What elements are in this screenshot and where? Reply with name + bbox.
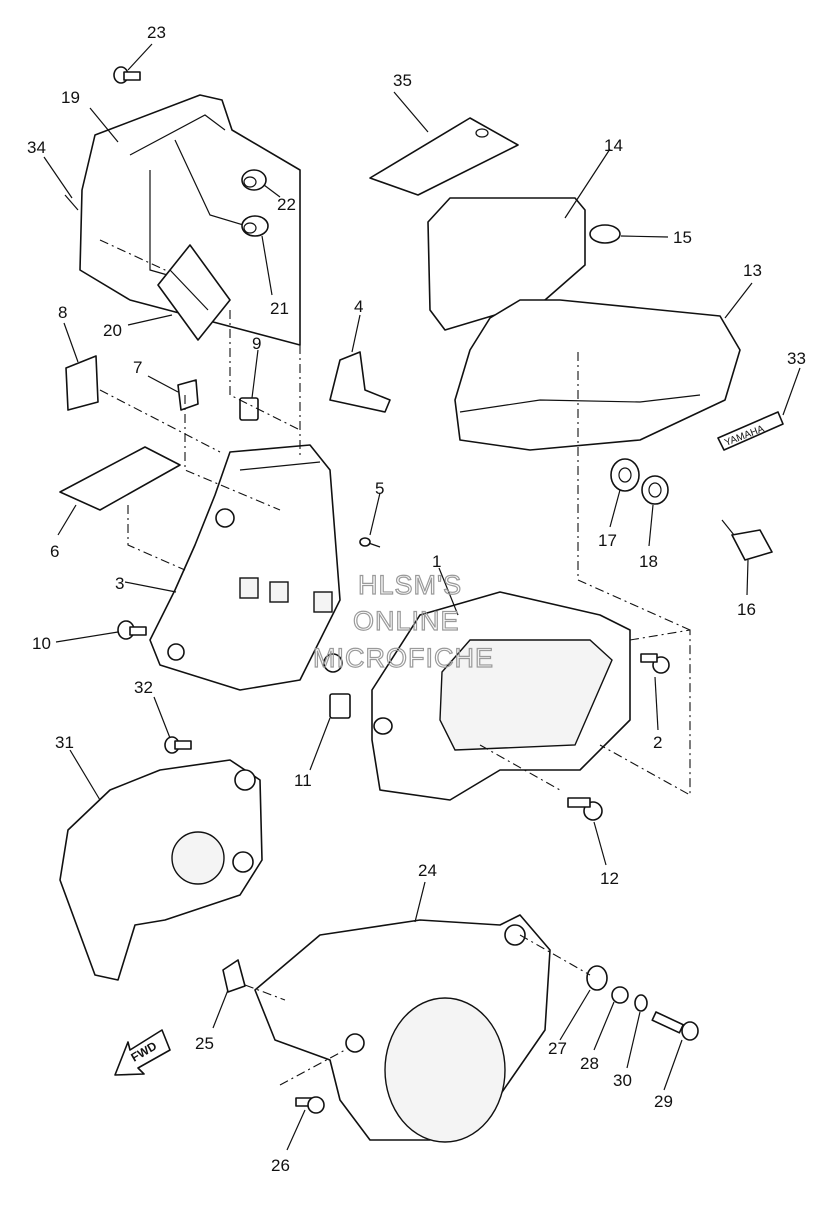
leader-lines: [43, 43, 801, 1151]
part-29-bolt: [651, 1011, 699, 1041]
callout-8: 8: [58, 303, 67, 322]
part-34-marker: [64, 194, 79, 211]
callout-32: 32: [134, 678, 153, 697]
callout-23: 23: [147, 23, 166, 42]
callout-9: 9: [252, 334, 261, 353]
part-1-air-box-cover: [371, 591, 631, 801]
part-35-pad: [369, 117, 519, 196]
callout-12: 12: [600, 869, 619, 888]
fwd-arrow-icon: FWD: [114, 1029, 171, 1076]
callout-31: 31: [55, 733, 74, 752]
callout-1: 1: [432, 552, 441, 571]
callout-28: 28: [580, 1054, 599, 1073]
part-15-grommet: [589, 224, 621, 244]
part-26-bolt: [295, 1096, 325, 1114]
assembly-guide-lines: [99, 310, 691, 1086]
part-3-battery-box: [149, 444, 343, 691]
watermark-line-2: ONLINE: [353, 606, 460, 636]
callout-6: 6: [50, 542, 59, 561]
part-16-fastener: [721, 519, 773, 561]
callout-24: 24: [418, 861, 437, 880]
part-5-pin: [359, 537, 381, 548]
callout-34: 34: [27, 138, 46, 157]
callout-15: 15: [673, 228, 692, 247]
part-7-cap: [177, 379, 199, 411]
callout-35: 35: [393, 71, 412, 90]
callout-13: 13: [743, 261, 762, 280]
callout-25: 25: [195, 1034, 214, 1053]
part-28-collar: [611, 986, 629, 1004]
callout-21: 21: [270, 299, 289, 318]
part-31-sprocket-cover: [59, 759, 263, 981]
part-6-pad: [59, 446, 181, 511]
part-21-grommet: [241, 215, 269, 237]
part-12-bolt: [567, 797, 603, 821]
part-13-side-cover: [454, 299, 741, 631]
callout-3: 3: [115, 574, 124, 593]
part-2-bolt: [640, 653, 670, 674]
part-18-collar: [641, 475, 669, 505]
part-30-washer: [634, 994, 648, 1012]
part-8-pad: [65, 355, 99, 411]
callout-14: 14: [604, 136, 623, 155]
part-14-plate: [427, 197, 586, 331]
callout-7: 7: [133, 358, 142, 377]
callout-17: 17: [598, 531, 617, 550]
part-27-grommet: [586, 965, 608, 991]
callout-10: 10: [32, 634, 51, 653]
part-20-foam-block: [157, 244, 231, 341]
callout-29: 29: [654, 1092, 673, 1111]
part-11-clip: [329, 693, 351, 719]
callout-27: 27: [548, 1039, 567, 1058]
callout-2: 2: [653, 733, 662, 752]
part-4-bracket: [329, 351, 391, 413]
callout-18: 18: [639, 552, 658, 571]
callout-11: 11: [294, 771, 312, 790]
part-25-seal: [222, 959, 246, 993]
callout-16: 16: [737, 600, 756, 619]
callout-4: 4: [354, 297, 363, 316]
part-23-bolt: [113, 66, 141, 84]
callout-26: 26: [271, 1156, 290, 1175]
part-22-grommet: [241, 169, 267, 191]
callout-33: 33: [787, 349, 806, 368]
callout-22: 22: [277, 195, 296, 214]
callout-5: 5: [375, 479, 384, 498]
watermark-line-3: MICROFICHE: [313, 643, 494, 673]
callout-30: 30: [613, 1071, 632, 1090]
callout-numbers: 1 2 3 4 5 6 7 8 9 10 11 12 13 14 15 16 1…: [27, 23, 806, 1175]
watermark-line-1: HLSM'S: [358, 570, 462, 600]
part-33-yamaha-emblem: YAMAHA: [717, 411, 784, 451]
part-24-crank-cover: [254, 914, 551, 1143]
part-32-bolt: [164, 736, 192, 754]
callout-20: 20: [103, 321, 122, 340]
callout-19: 19: [61, 88, 80, 107]
part-17-grommet: [610, 458, 640, 492]
part-10-bolt: [117, 620, 147, 640]
watermark: HLSM'S ONLINE MICROFICHE: [312, 569, 494, 673]
